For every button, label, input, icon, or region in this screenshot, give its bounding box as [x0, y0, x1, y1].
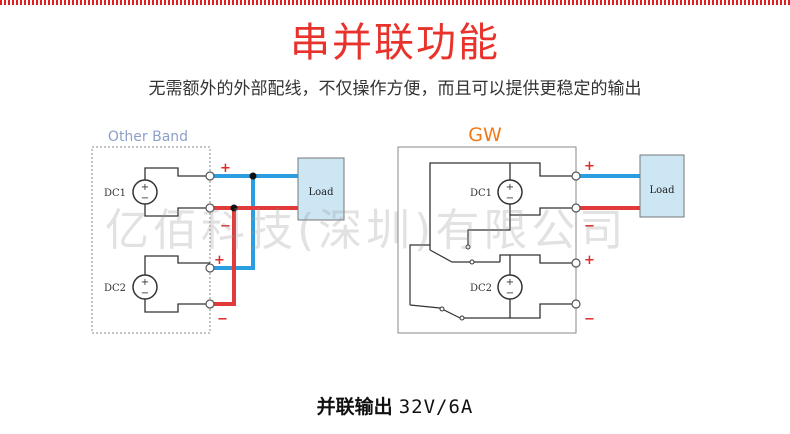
gw-label: GW	[468, 124, 502, 146]
gw-dc2-label: DC2	[470, 283, 492, 294]
dc2-label: DC2	[104, 283, 126, 294]
dc1-label: DC1	[104, 188, 126, 199]
page-title: 串并联功能	[290, 20, 500, 66]
svg-text:−: −	[584, 312, 595, 327]
svg-text:+: +	[141, 277, 149, 288]
gw-housing	[397, 146, 577, 334]
svg-text:+: +	[220, 161, 231, 176]
svg-text:−: −	[584, 219, 595, 234]
svg-text:−: −	[506, 193, 514, 204]
dc1-source-symbol	[132, 179, 158, 205]
gw-diagram: GW + − DC1 + − DC2	[397, 124, 685, 334]
gw-dc1-label: DC1	[470, 188, 492, 199]
top-decorative-bar	[0, 0, 790, 5]
svg-text:+: +	[506, 277, 514, 288]
load-label-right: Load	[649, 185, 675, 196]
gw-dc2-source-symbol	[497, 274, 523, 300]
dc2-source-symbol	[132, 274, 158, 300]
page-subtitle: 无需额外的外部配线，不仅操作方便，而且可以提供更稳定的输出	[148, 79, 642, 99]
svg-text:+: +	[214, 253, 225, 268]
svg-text:−: −	[141, 288, 149, 299]
load-box-left	[297, 157, 345, 221]
svg-text:−: −	[217, 312, 228, 327]
svg-text:+: +	[584, 159, 595, 174]
svg-text:+: +	[141, 182, 149, 193]
svg-text:−: −	[506, 288, 514, 299]
rating-value: 32V/6A	[398, 396, 474, 418]
other-band-housing	[91, 146, 211, 334]
load-label-left: Load	[308, 187, 334, 198]
mode-label: 并联输出	[316, 396, 393, 418]
other-band-diagram: Other Band + − DC1 + − DC2 + − + −	[91, 129, 345, 334]
load-box-right	[639, 154, 685, 218]
svg-text:−: −	[141, 193, 149, 204]
gw-dc1-source-symbol	[497, 179, 523, 205]
svg-text:+: +	[584, 253, 595, 268]
svg-text:−: −	[220, 219, 231, 234]
other-band-label: Other Band	[108, 129, 188, 145]
svg-text:+: +	[506, 182, 514, 193]
negative-wire-dc2	[210, 208, 236, 306]
